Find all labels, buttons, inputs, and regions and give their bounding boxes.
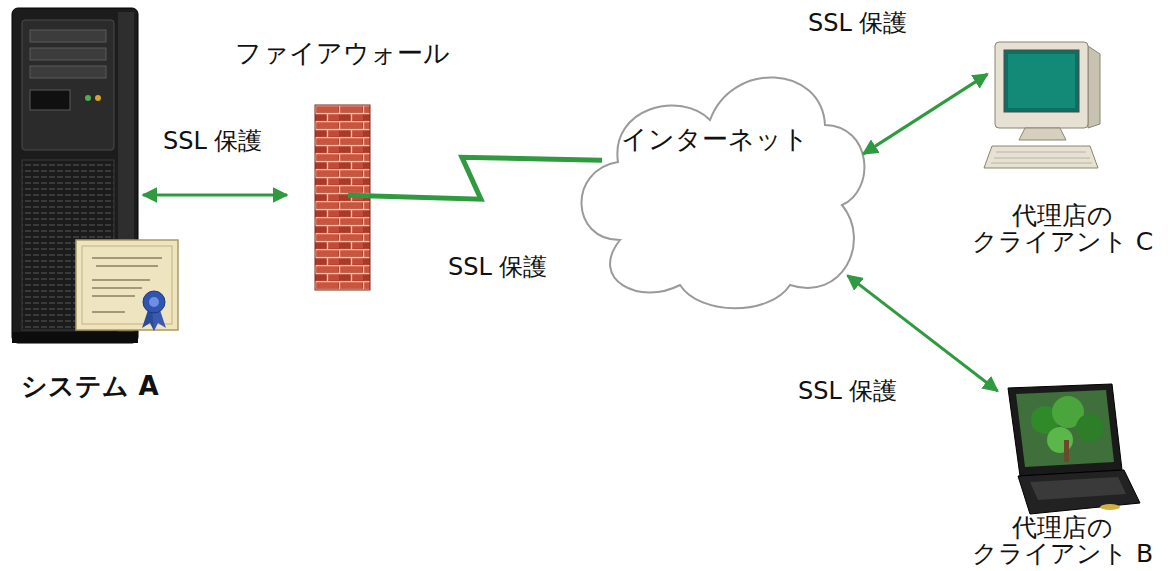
node-outline bbox=[560, 40, 870, 315]
desktop-computer bbox=[984, 42, 1100, 168]
edge-label: SSL 保護 bbox=[795, 378, 900, 406]
client-node: 代理店の クライアント C bbox=[960, 38, 1165, 268]
arrow-link bbox=[848, 276, 998, 391]
node-label: インターネット bbox=[560, 126, 870, 153]
arrow-link bbox=[143, 193, 287, 196]
node-outline bbox=[10, 5, 140, 345]
firewall-node: ファイアウォール bbox=[230, 38, 455, 293]
edge-label: SSL 保護 bbox=[445, 254, 550, 282]
node-label: 代理店の クライアント B bbox=[960, 515, 1165, 568]
lightning-link bbox=[348, 157, 602, 199]
edge-label: SSL 保護 bbox=[160, 128, 265, 156]
server-node: システム A bbox=[10, 5, 185, 405]
arrow-link bbox=[863, 74, 987, 154]
laptop-computer bbox=[1008, 384, 1140, 514]
client-node: 代理店の クライアント B bbox=[960, 380, 1165, 570]
edge-label: SSL 保護 bbox=[805, 10, 910, 38]
node-label: ファイアウォール bbox=[230, 40, 455, 67]
node-label: システム A bbox=[10, 373, 170, 400]
internet-cloud bbox=[581, 77, 864, 308]
node-outline bbox=[990, 40, 1100, 170]
cloud-node: インターネット bbox=[560, 40, 870, 315]
node-outline bbox=[290, 105, 345, 290]
node-outline bbox=[1000, 385, 1140, 515]
node-label: 代理店の クライアント C bbox=[960, 203, 1165, 256]
certificate bbox=[76, 240, 178, 331]
